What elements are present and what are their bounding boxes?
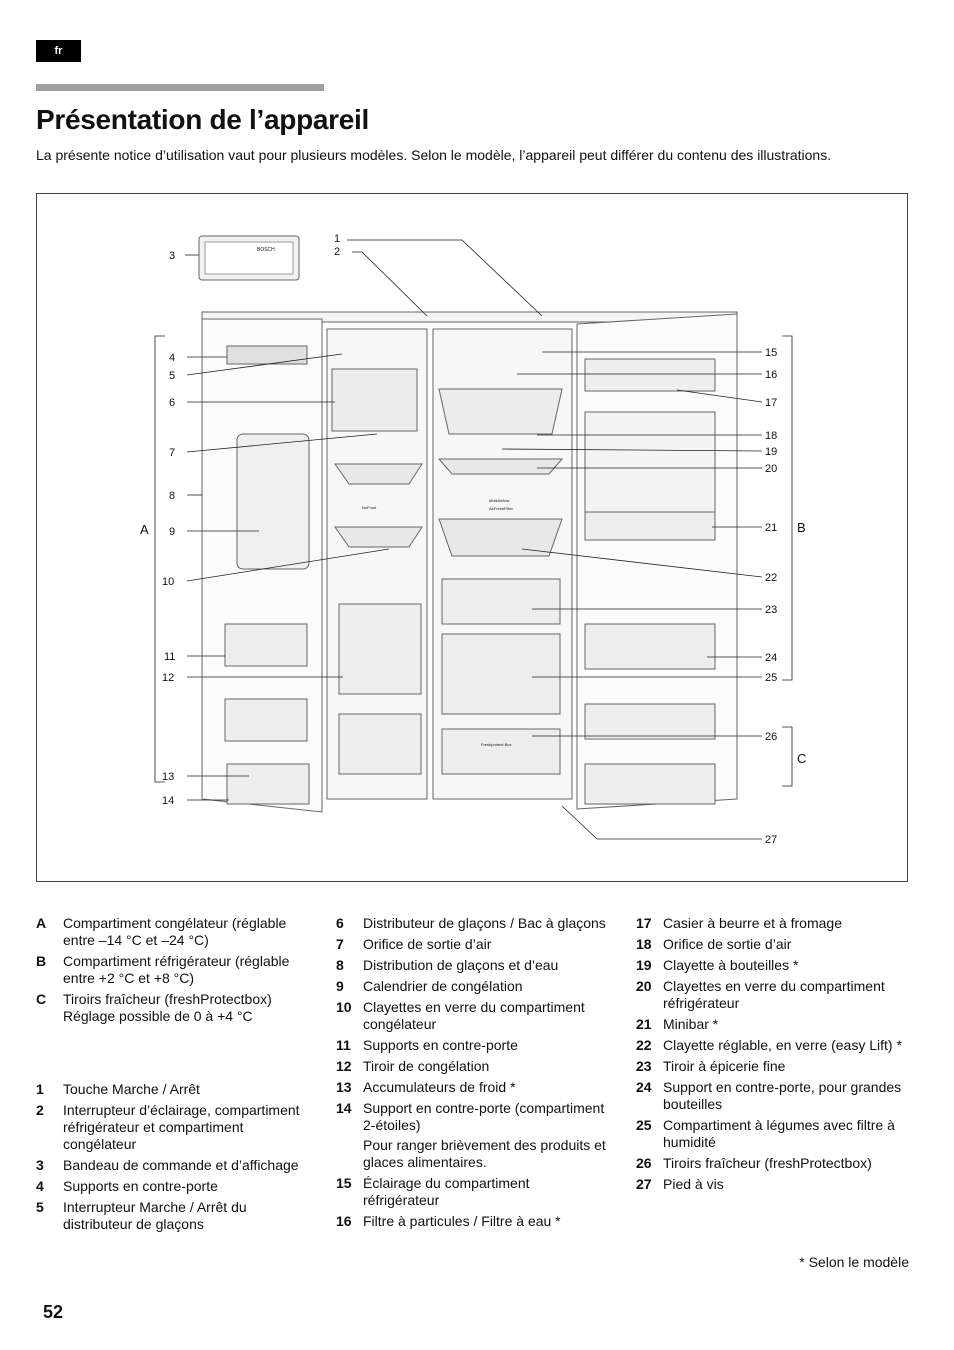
callout-numbers: 1 2 3 4 5 6 7 8 9 10 11 12 13 14 15 16 1… — [140, 233, 806, 846]
fridge-illustration: BOSCH NoFrost MultiAirflow AirFreshFilte… — [140, 233, 806, 846]
callout-17: 17 — [765, 397, 777, 409]
legend-item-note: Pour ranger brièvement des produits et g… — [363, 1137, 606, 1170]
callout-5: 5 — [169, 370, 175, 382]
callout-13: 13 — [162, 771, 174, 783]
callout-16: 16 — [765, 369, 777, 381]
panel-brand-label: BOSCH — [257, 247, 275, 253]
callout-2: 2 — [334, 246, 340, 258]
language-tab: fr — [36, 40, 81, 62]
callout-8: 8 — [169, 490, 175, 502]
intro-paragraph: La présente notice d’utilisation vaut po… — [36, 147, 832, 163]
callout-25: 25 — [765, 672, 777, 684]
callout-23: 23 — [765, 604, 777, 616]
callout-26: 26 — [765, 731, 777, 743]
callout-19: 19 — [765, 446, 777, 458]
callout-18: 18 — [765, 430, 777, 442]
callout-14: 14 — [162, 795, 174, 807]
bracket-label-c: C — [797, 751, 806, 766]
callout-27: 27 — [765, 834, 777, 846]
footnote: * Selon le modèle — [799, 1254, 909, 1270]
callout-9: 9 — [169, 526, 175, 538]
bracket-label-b: B — [797, 520, 806, 535]
callout-7: 7 — [169, 447, 175, 459]
callout-21: 21 — [765, 522, 777, 534]
airfresh-label: AirFreshFilter — [489, 506, 514, 511]
page-number: 52 — [43, 1302, 64, 1322]
page-title: Présentation de l’appareil — [36, 104, 369, 135]
callout-22: 22 — [765, 572, 777, 584]
callout-24: 24 — [765, 652, 777, 664]
callout-6: 6 — [169, 397, 175, 409]
callout-3: 3 — [169, 250, 175, 262]
callout-20: 20 — [765, 463, 777, 475]
callout-1: 1 — [334, 233, 340, 245]
callout-4: 4 — [169, 352, 175, 364]
freshprotect-label: Freshprotect Box — [481, 742, 511, 747]
callout-10: 10 — [162, 576, 174, 588]
header-rule — [36, 84, 324, 91]
callout-12: 12 — [162, 672, 174, 684]
bracket-label-a: A — [140, 522, 149, 537]
appliance-figure: BOSCH NoFrost MultiAirflow AirFreshFilte… — [36, 193, 908, 882]
nofrost-label: NoFrost — [362, 505, 377, 510]
callout-11: 11 — [164, 651, 175, 663]
multiairflow-label: MultiAirflow — [489, 498, 510, 503]
callout-15: 15 — [765, 347, 777, 359]
